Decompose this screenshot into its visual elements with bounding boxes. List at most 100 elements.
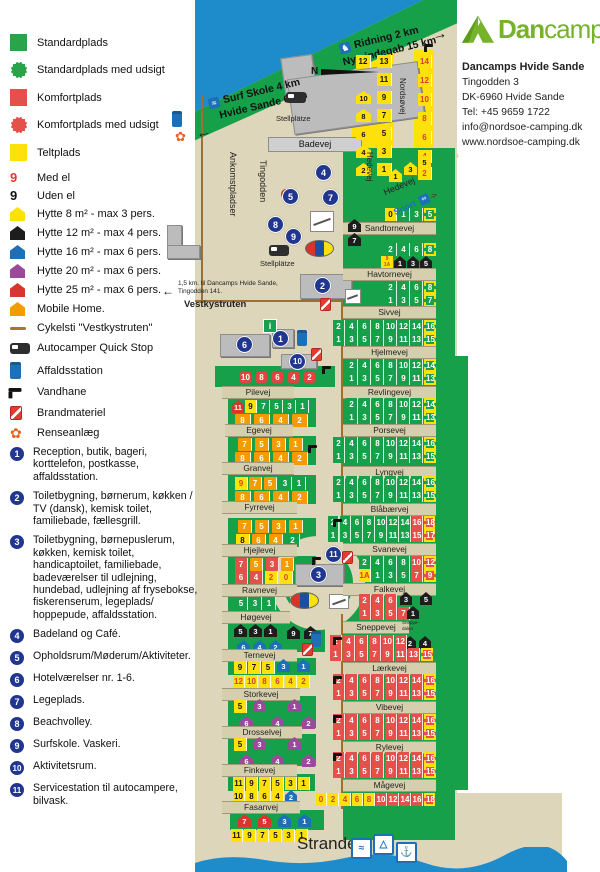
sq-yellow-icon xyxy=(10,144,37,161)
fire-equipment-icon xyxy=(311,348,322,361)
plot-cell: 3 xyxy=(340,529,351,542)
plot-cell: 4 xyxy=(346,476,358,489)
plot-cell: 1 xyxy=(333,765,345,778)
plot-cell: 16 xyxy=(424,320,436,333)
street-label-høgevej: Høgevej xyxy=(222,611,290,624)
plot-cell: 2 xyxy=(328,793,339,806)
facility-number-5: 5 xyxy=(10,651,24,666)
cabin-2: 2 xyxy=(356,163,371,176)
plot-cell: 12 xyxy=(398,714,410,727)
plot-cell: 8 xyxy=(385,359,397,372)
facility-number-6: 6 xyxy=(10,673,24,688)
plot-cell: 9 xyxy=(385,489,397,502)
plot-cell: 14 xyxy=(400,793,411,806)
street-label-badevej: Badevej xyxy=(268,137,362,152)
plot-cell: 3 xyxy=(411,208,423,221)
plot-cell: 8 xyxy=(369,635,381,648)
plot-cell: 14 xyxy=(400,516,411,529)
plot-cell: 11 xyxy=(398,765,410,778)
plot-cell: 3 xyxy=(285,777,297,790)
plot-row: 12 xyxy=(418,74,432,87)
street-label-drosselvej: Drosselvej xyxy=(222,726,302,739)
plot-cell: 15 xyxy=(421,648,433,661)
street-label-sandtornevej: Sandtornevej xyxy=(343,222,436,235)
street-label-granvej: Granvej xyxy=(222,462,294,475)
surf-sign-icon: ≈ xyxy=(207,95,221,110)
tap-icon xyxy=(8,387,37,398)
plot-cell: 4 xyxy=(343,635,355,648)
street-label-hjelmevej: Hjelmevej xyxy=(343,346,436,359)
sneppedalen-label: Sneppe- dalen xyxy=(402,620,420,631)
plot-cell: 10 xyxy=(382,635,394,648)
plot-cell: 8 xyxy=(372,476,384,489)
stranden-label: Stranden xyxy=(297,834,366,853)
plot-cell: 1A xyxy=(359,569,371,582)
address-line1: Tingodden 3 xyxy=(462,77,519,88)
plot-cell: 15 xyxy=(424,333,436,346)
phone: Tel: +45 9659 1722 xyxy=(462,107,550,118)
plot-cell: 5 xyxy=(255,438,269,451)
legend-label: Hytte 8 m² - max 3 pers. xyxy=(37,208,155,220)
plot-cell: 6 xyxy=(411,281,423,294)
plot-cell: 7 xyxy=(372,450,384,463)
plot-cell: 7 xyxy=(372,489,384,502)
bike-path-line xyxy=(341,614,343,809)
plot-cell: 4 xyxy=(372,594,384,607)
nordsoevej-label: Nordsøvej xyxy=(398,78,407,115)
house-purple-icon xyxy=(10,264,25,278)
plot-cell: 9 xyxy=(376,529,387,542)
cabin-4: 4 xyxy=(419,636,431,649)
plot-cell: 1 xyxy=(385,294,397,307)
street-label-finkevej: Finkevej xyxy=(222,764,297,777)
plot-cell: 1 xyxy=(330,648,342,661)
plot-cell: 8 xyxy=(246,790,258,803)
plot-cell: 16 xyxy=(424,437,436,450)
legend-item: Hytte 8 m² - max 3 pers. xyxy=(10,207,200,221)
plot-cell: 1 xyxy=(297,400,309,413)
legend-label: Standardplads xyxy=(37,36,108,49)
facility-number-2: 2 xyxy=(10,491,24,506)
legend-label: Affaldsstation xyxy=(37,364,103,377)
plot-cell: 6 xyxy=(418,131,432,144)
plot-cell: 10 xyxy=(385,320,397,333)
facility-marker-5: 5 xyxy=(282,188,299,205)
plot-cell: 2 xyxy=(298,675,310,688)
distance-note: 1,5 km. til Dancamps Hvide Sande, Tingod… xyxy=(178,280,278,295)
plot-cell: 11 xyxy=(398,450,410,463)
plot-cell: 13 xyxy=(424,372,436,385)
treatment-plant-icon: ✿ xyxy=(175,129,186,144)
plot-cell: 12 xyxy=(388,793,399,806)
legend-item: Hytte 16 m² - max 6 pers. xyxy=(10,245,200,259)
plot-cell: 5 xyxy=(385,607,397,620)
plot-cell: 3 xyxy=(279,477,292,490)
plot-cell: 2 xyxy=(304,372,315,383)
riding-sign-icon: ♞ xyxy=(338,40,352,55)
plot-cell: 14 xyxy=(411,437,423,450)
plot-cell: 8 xyxy=(372,437,384,450)
cabin-5: 5 xyxy=(420,256,432,269)
plot-cell: 16 xyxy=(424,714,436,727)
water-tap-icon xyxy=(333,637,343,646)
plot-cell: 6 xyxy=(372,398,384,411)
plot-cell: 6 xyxy=(254,414,270,427)
plot-cell: 1 xyxy=(346,372,358,385)
street-label-havtornevej: Havtornevej xyxy=(343,268,436,281)
flag-oval-icon xyxy=(305,240,334,257)
legend-label: Standardplads med udsigt xyxy=(37,64,165,76)
plot-cell: 13 xyxy=(411,727,423,740)
plot-cell: 0 xyxy=(280,571,293,584)
plot-cell: 9 xyxy=(382,648,394,661)
legend-label: Brandmateriel xyxy=(37,407,106,419)
